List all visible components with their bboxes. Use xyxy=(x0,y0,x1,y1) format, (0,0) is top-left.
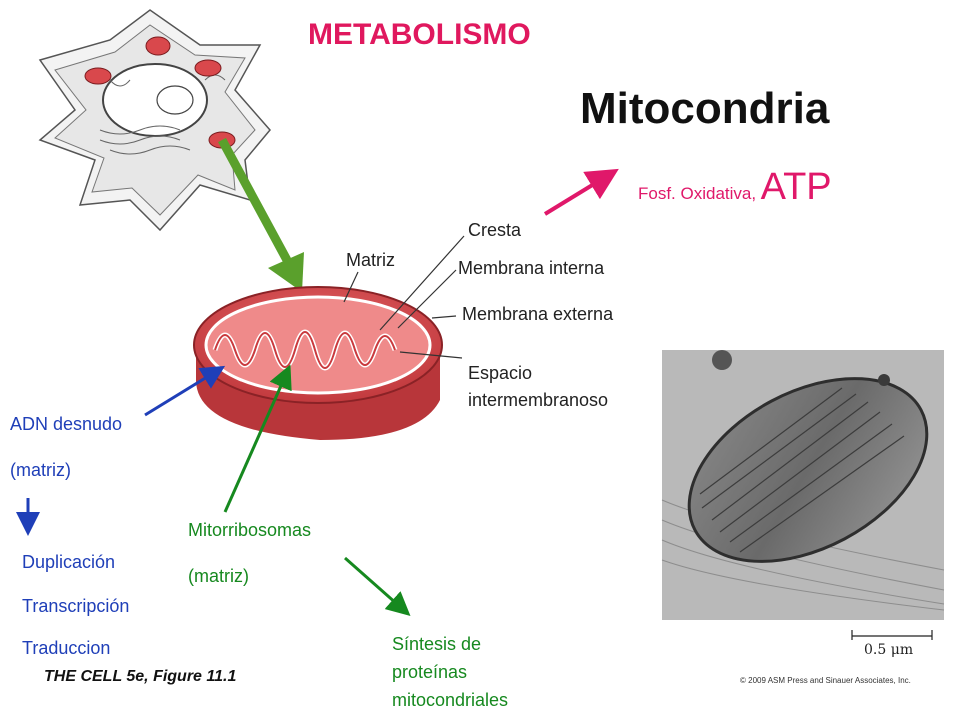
synthesis-label-2: proteínas xyxy=(392,662,468,682)
synthesis-arrow xyxy=(344,556,411,616)
adn-label-1: ADN desnudo xyxy=(10,414,123,434)
mitochondrion-illustration xyxy=(193,286,443,440)
adn-label-2: (matriz) xyxy=(10,460,71,480)
atp-arrow xyxy=(543,168,619,216)
cell-illustration xyxy=(38,9,271,232)
leader-lines xyxy=(343,235,465,359)
scale-label: 0.5 μm xyxy=(864,642,914,658)
label-membrana-interna: Membrana interna xyxy=(458,258,605,278)
fosf-text: Fosf. Oxidativa, xyxy=(638,184,757,203)
process-transcripcion: Transcripción xyxy=(22,596,130,616)
figure-caption: THE CELL 5e, Figure 11.1 xyxy=(44,668,237,685)
adn-arrow xyxy=(144,365,226,417)
ribosome-label-2: (matriz) xyxy=(188,566,249,586)
fosf-label: Fosf. Oxidativa, ATP xyxy=(638,166,832,209)
label-espacio-1: Espacio xyxy=(468,363,533,383)
electron-micrograph xyxy=(661,350,945,640)
label-membrana-externa: Membrana externa xyxy=(462,304,614,324)
label-espacio-2: intermembranoso xyxy=(468,390,609,410)
process-traduccion: Traduccion xyxy=(22,638,111,658)
ribosome-arrow xyxy=(223,364,292,513)
ribosome-label-1: Mitorribosomas xyxy=(188,520,312,540)
label-matriz: Matriz xyxy=(346,250,395,270)
copyright-text: © 2009 ASM Press and Sinauer Associates,… xyxy=(740,676,911,685)
label-cresta: Cresta xyxy=(468,220,522,240)
synthesis-label-1: Síntesis de xyxy=(392,634,482,654)
process-duplicacion: Duplicación xyxy=(22,552,116,572)
atp-text: ATP xyxy=(760,166,832,208)
cell-to-mito-arrow xyxy=(218,137,304,292)
synthesis-label-3: mitocondriales xyxy=(392,690,509,710)
page-title: Mitocondria xyxy=(580,84,830,133)
section-heading: METABOLISMO xyxy=(308,18,531,51)
